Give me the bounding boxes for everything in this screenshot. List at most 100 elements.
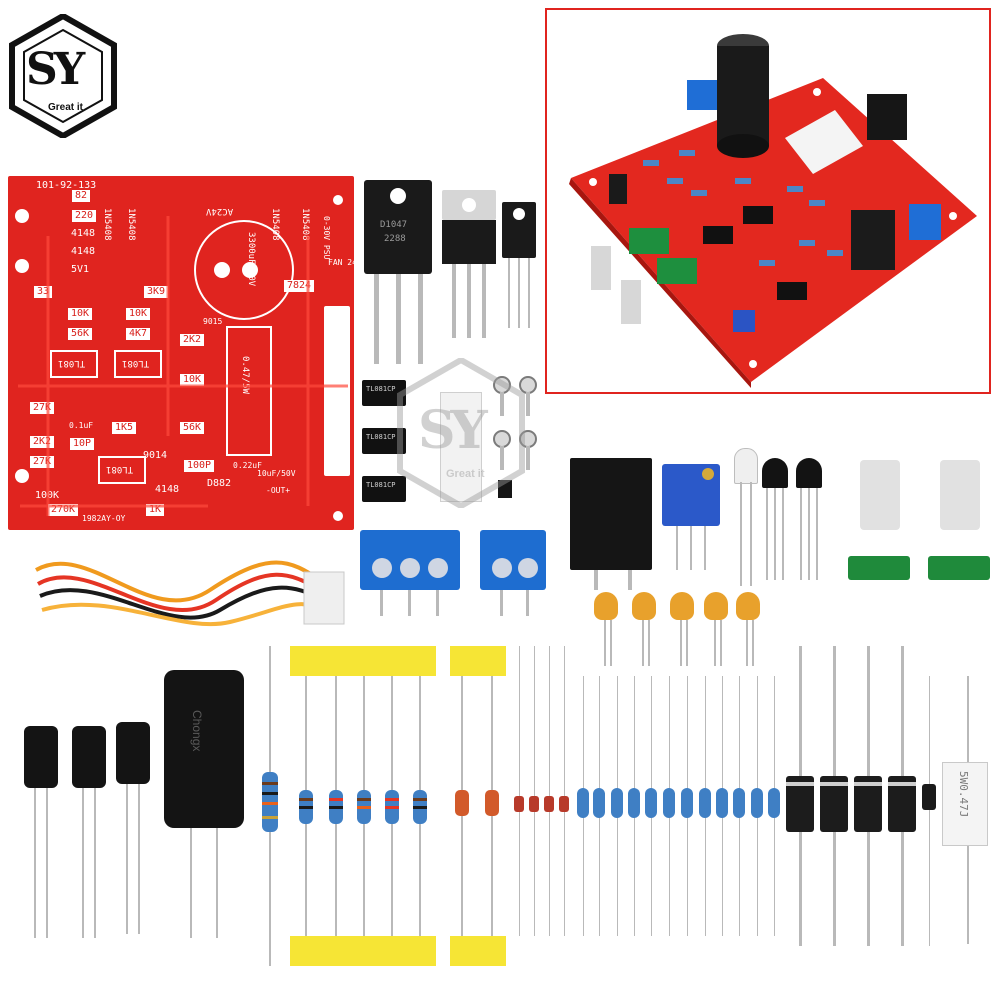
pcb-traces — [15, 195, 348, 521]
screw-terminal-3p — [360, 530, 460, 590]
resistor — [611, 788, 623, 818]
diode-tape — [450, 936, 506, 966]
resistor — [768, 788, 780, 818]
pcb-cap-footprint — [194, 220, 294, 320]
resistor — [733, 788, 745, 818]
ceramic-capacitor — [670, 592, 694, 620]
resistor — [751, 788, 763, 818]
resistor — [299, 790, 313, 824]
heatsink-pin — [628, 570, 632, 590]
logo-hexagon-icon — [9, 12, 117, 140]
pcb-value-label: 220 — [72, 210, 97, 222]
rectifier-diode — [854, 776, 882, 832]
rectifier-diode — [888, 776, 916, 832]
assembled-pcb-illustration — [569, 34, 977, 388]
electrolytic-capacitor — [116, 722, 150, 784]
pcb-value-label: 10uF/50V — [257, 469, 296, 478]
pcb-diode-label: 1N5408 — [102, 208, 112, 241]
pcb-value-label: D882 — [207, 478, 232, 489]
pcb-cap-pad — [242, 262, 258, 278]
mounting-screw — [493, 376, 511, 416]
heatsink — [570, 458, 652, 570]
transistor-to126 — [502, 202, 536, 328]
power-resistor-5w: 5W0.47J — [942, 762, 988, 846]
signal-diode — [559, 796, 569, 812]
signal-diode — [544, 796, 554, 812]
pcb-ic-footprint — [114, 350, 162, 378]
logo-monogram: SY — [26, 44, 85, 95]
led — [734, 448, 758, 484]
pcb-value-label: 100P — [184, 460, 215, 472]
pcb-value-label: 0.22uF — [233, 461, 262, 470]
brand-logo: SY Great it — [8, 12, 118, 140]
resistor — [413, 790, 427, 824]
resistor — [663, 788, 675, 818]
pcb-value-label: 10K — [180, 374, 205, 386]
heatsink-pin — [594, 570, 598, 590]
zener-diode — [485, 790, 499, 816]
electrolytic-capacitor — [72, 726, 106, 788]
assembled-board-photo — [545, 8, 991, 394]
pcb-value-label: 0.1uF — [69, 421, 94, 430]
ceramic-capacitor — [736, 592, 760, 620]
ceramic-capacitor — [632, 592, 656, 620]
signal-diode — [514, 796, 524, 812]
electrolytic-capacitor — [24, 726, 58, 788]
electrolytic-capacitor-large: Chongx — [164, 670, 244, 828]
pcb-value-label: 56K — [180, 422, 205, 434]
pcb-value-label: 56K — [68, 328, 93, 340]
pcb-connector-strip — [324, 306, 350, 476]
resistor — [716, 788, 728, 818]
pcb-value-label: 1K5 — [112, 422, 137, 434]
resistor — [262, 772, 278, 832]
pcb-psu-label: 0-30V PSU — [322, 216, 331, 260]
watermark-logo: SY Great it — [396, 356, 526, 510]
pcb-value-label: 2K2 — [180, 334, 205, 346]
resistor-tape — [290, 936, 436, 966]
power-transistor-to3p: D1047 2288 — [364, 180, 432, 366]
pcb-value-label: 3K9 — [144, 286, 169, 298]
pcb-cap-pad — [214, 262, 230, 278]
ceramic-capacitor — [594, 592, 618, 620]
pcb-out-label: -OUT+ — [266, 486, 291, 495]
resistor-tape — [290, 646, 436, 676]
rectifier-diode — [786, 776, 814, 832]
rectifier-diode — [820, 776, 848, 832]
pcb-board-code: 1982AY-OY — [82, 514, 126, 523]
pcb-diode-label: 1N5408 — [126, 208, 136, 241]
pcb-value-label: 9014 — [143, 450, 168, 461]
potentiometer — [846, 460, 912, 584]
resistor — [385, 790, 399, 824]
pcb-value-label: 4148 — [71, 228, 96, 239]
op-amp-ic: TL081CP — [362, 380, 406, 406]
pcb-board-id: 101-92-133 — [36, 180, 97, 191]
watermark-tagline: Great it — [446, 468, 485, 480]
small-transistor-smd — [498, 480, 512, 498]
capacitor-brand: Chongx — [190, 710, 204, 752]
signal-diode — [529, 796, 539, 812]
pcb-diode-label: 1N5408 — [300, 208, 310, 241]
pcb-ic-footprint — [98, 456, 146, 484]
bare-pcb: 101-92-133 1982AY-OY AC24V 0-30V PSU FAN… — [8, 176, 362, 530]
pcb-5w-footprint — [226, 326, 272, 456]
resistor — [329, 790, 343, 824]
pcb-value-label: 10P — [70, 438, 95, 450]
pcb-value-label: 82 — [72, 190, 91, 202]
zener-diode — [455, 790, 469, 816]
pcb-value-label: 4148 — [155, 484, 180, 495]
watermark-monogram: SY — [418, 400, 488, 461]
resistor — [593, 788, 605, 818]
power-resistor-label: 5W0.47J — [957, 771, 970, 818]
pcb-fan-label: FAN 24V — [328, 258, 362, 267]
transistor-to92 — [762, 458, 788, 488]
pcb-value-label: 5V1 — [71, 264, 90, 275]
regulator-to220 — [442, 190, 496, 340]
resistor — [577, 788, 589, 818]
pcb-value-label: 4K7 — [126, 328, 151, 340]
connector-header — [440, 392, 482, 502]
watermark-hexagon-icon — [397, 356, 525, 510]
wire-harness — [35, 560, 345, 627]
op-amp-ic: TL081CP — [362, 428, 406, 454]
trimmer-potentiometer — [662, 464, 720, 526]
potentiometer — [926, 460, 992, 584]
